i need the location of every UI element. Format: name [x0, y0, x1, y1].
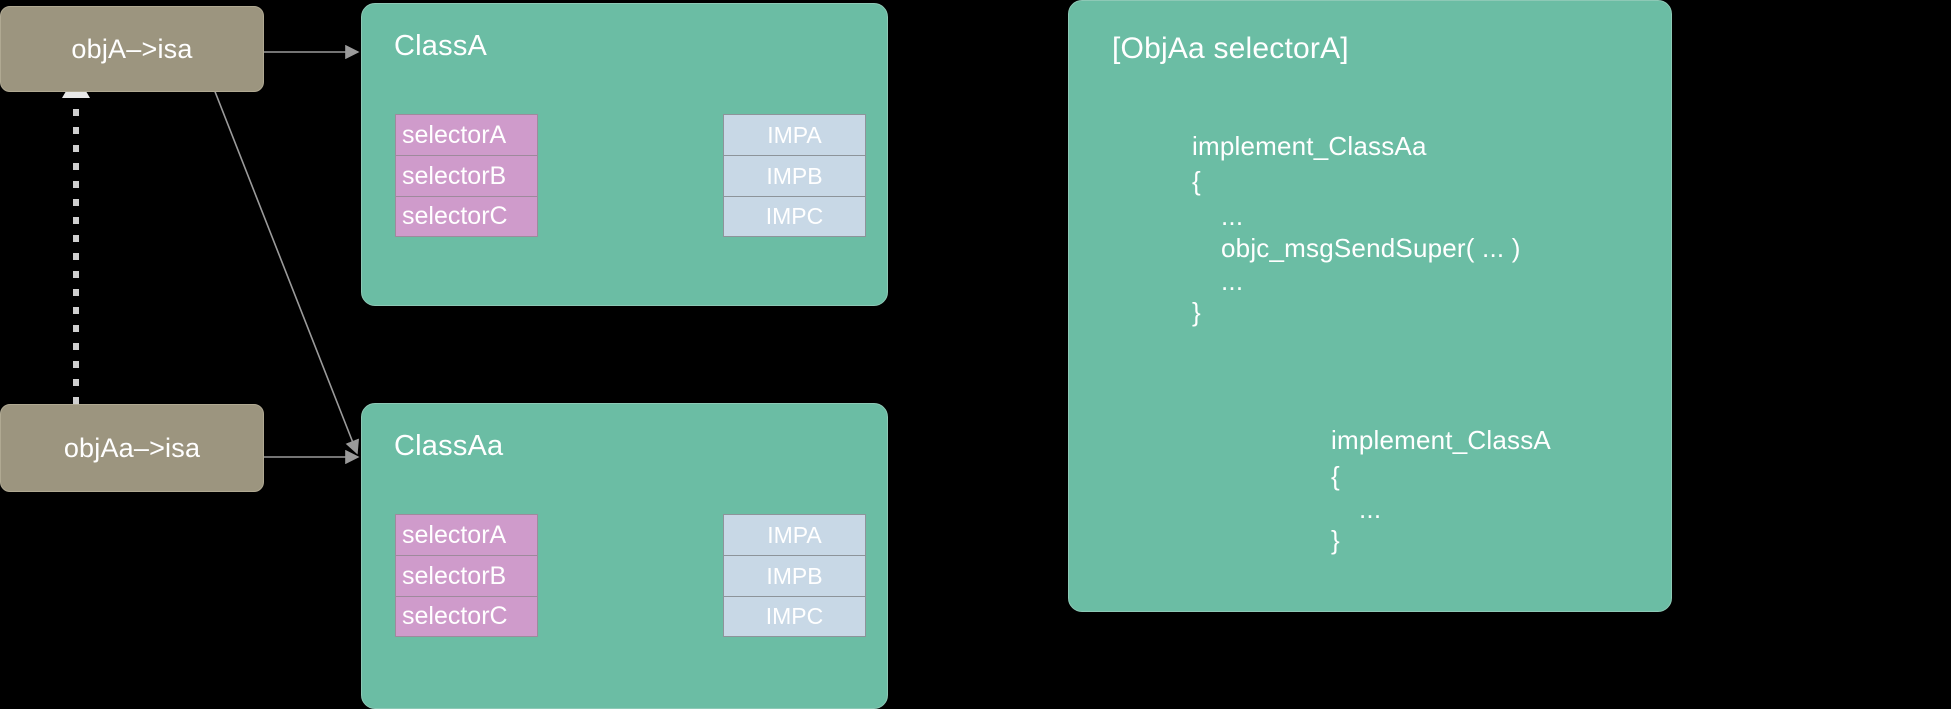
selector-cell[interactable]: selectorC	[395, 596, 538, 637]
class-panel-classA[interactable]: ClassA selectorA selectorB selectorC IMP…	[361, 3, 888, 306]
impl-name-classAa: implement_ClassAa	[1192, 131, 1427, 161]
impl-classAa-line: ...	[1221, 266, 1244, 296]
selector-stack-classA: selectorA selectorB selectorC	[395, 114, 538, 237]
selector-cell[interactable]: selectorA	[395, 114, 538, 155]
object-label-objA: objA–>isa	[71, 33, 193, 64]
imp-cell[interactable]: IMPB	[723, 555, 866, 596]
object-box-objAa[interactable]: objAa–>isa	[0, 404, 264, 492]
message-expression: [ObjAa selectorA]	[1112, 32, 1349, 65]
selector-cell[interactable]: selectorC	[395, 196, 538, 237]
imp-cell[interactable]: IMPA	[723, 514, 866, 555]
connector-objA-to-classAa	[211, 83, 360, 455]
imp-stack-classA: IMPA IMPB IMPC	[723, 114, 866, 237]
impl-classAa-line: {	[1192, 166, 1201, 196]
imp-cell[interactable]: IMPC	[723, 196, 866, 237]
impl-classA-line: {	[1331, 461, 1340, 491]
imp-cell[interactable]: IMPB	[723, 155, 866, 196]
impl-name-classA: implement_ClassA	[1331, 425, 1551, 455]
class-panel-classAa[interactable]: ClassAa selectorA selectorB selectorC IM…	[361, 403, 888, 709]
object-box-objA[interactable]: objA–>isa	[0, 6, 264, 92]
selector-cell[interactable]: selectorA	[395, 514, 538, 555]
selector-cell[interactable]: selectorB	[395, 555, 538, 596]
imp-stack-classAa: IMPA IMPB IMPC	[723, 514, 866, 637]
imp-cell[interactable]: IMPA	[723, 114, 866, 155]
impl-classAa-msgsendsuper: objc_msgSendSuper( ... )	[1221, 233, 1521, 263]
impl-classA-line: }	[1331, 525, 1340, 555]
class-title-classA: ClassA	[394, 30, 488, 62]
imp-cell[interactable]: IMPC	[723, 596, 866, 637]
impl-classAa-line: ...	[1221, 201, 1244, 231]
impl-classAa-line: }	[1192, 297, 1201, 327]
impl-classA-line: ...	[1359, 494, 1382, 524]
message-dispatch-panel[interactable]: [ObjAa selectorA] implement_ClassAa { ..…	[1068, 0, 1672, 612]
class-title-classAa: ClassAa	[394, 430, 504, 462]
object-label-objAa: objAa–>isa	[63, 432, 201, 463]
selector-stack-classAa: selectorA selectorB selectorC	[395, 514, 538, 637]
selector-cell[interactable]: selectorB	[395, 155, 538, 196]
